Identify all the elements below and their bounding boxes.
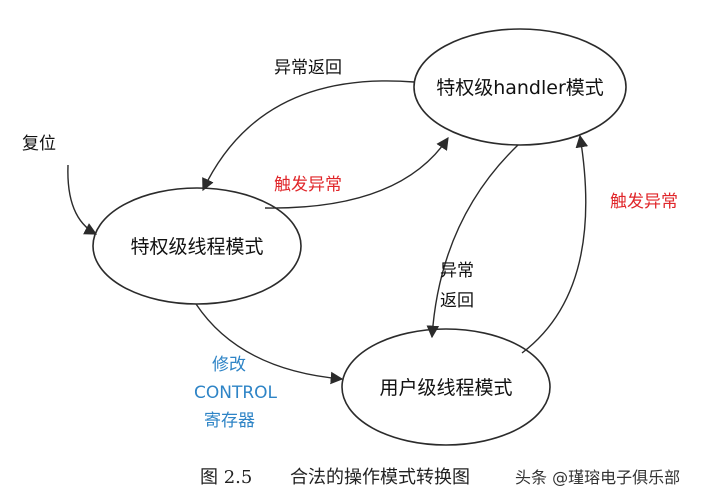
node-user-thread-label: 用户级线程模式 [379, 377, 512, 399]
edge-exception-return-mid [426, 144, 519, 339]
edge-modify-control [195, 303, 344, 385]
node-privileged-thread [92, 187, 302, 305]
figure-caption: 合法的操作模式转换图 [290, 467, 470, 488]
label-reset: 复位 [22, 134, 56, 154]
label-modify-3: 寄存器 [204, 411, 255, 431]
figure-number: 图 2.5 [200, 467, 252, 488]
label-exception-return-top: 异常返回 [274, 58, 342, 78]
edge-trigger-exception-right [521, 134, 589, 354]
node-privileged-thread-label: 特权级线程模式 [130, 236, 263, 258]
watermark: 头条 @瑾瑢电子俱乐部 [515, 468, 680, 487]
label-modify-2: CONTROL [194, 383, 278, 403]
label-exception-return-mid-1: 异常 [440, 261, 474, 281]
node-user-thread [341, 328, 551, 446]
node-handler-mode-label: 特权级handler模式 [436, 77, 604, 99]
label-trigger-exception-mid: 触发异常 [274, 175, 342, 195]
label-trigger-exception-right: 触发异常 [610, 192, 678, 212]
edge-reset [67, 164, 98, 235]
edge-exception-return-top [202, 80, 415, 192]
label-exception-return-mid-2: 返回 [440, 291, 474, 311]
node-handler-mode [413, 28, 627, 146]
label-modify-1: 修改 [212, 355, 246, 375]
edge-trigger-exception-mid [264, 136, 449, 209]
